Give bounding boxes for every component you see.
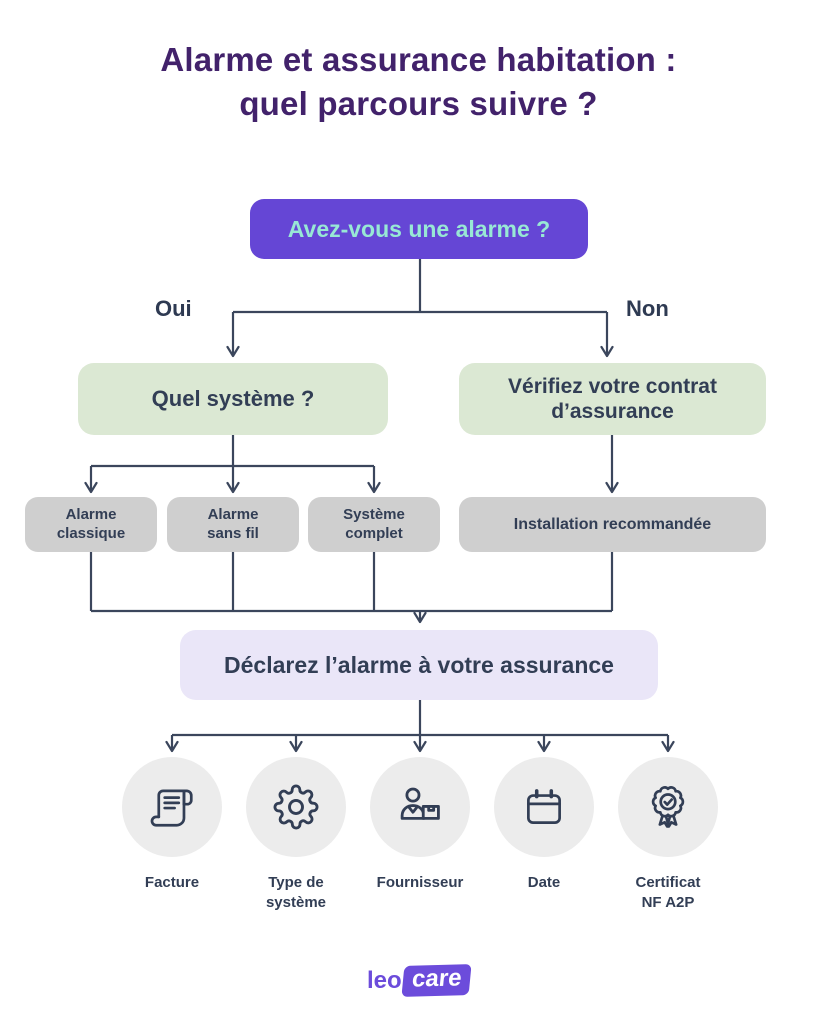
declare-item-date: Date — [474, 757, 614, 893]
node-declare-alarm: Déclarez l’alarme à votre assurance — [180, 630, 658, 700]
item-label: Fournisseur — [376, 874, 464, 891]
supplier-icon — [400, 787, 440, 820]
node-check-contract: Vérifiez votre contrat d’assurance — [459, 363, 766, 435]
item-label: Type de système — [265, 874, 327, 911]
logo-text-care: care — [401, 964, 472, 997]
icon-circle — [618, 757, 718, 857]
node-install-recommended: Installation recommandée — [459, 497, 766, 552]
calendar-icon — [527, 789, 561, 824]
page-title: Alarme et assurance habitation : quel pa… — [160, 41, 677, 122]
node-system-classic: Alarme classique — [25, 497, 157, 552]
declare-item-facture: Facture — [102, 757, 242, 893]
gear-icon — [273, 784, 319, 830]
icon-circle — [246, 757, 346, 857]
declare-item-fournisseur: Fournisseur — [350, 757, 490, 893]
node-root-question: Avez-vous une alarme ? — [250, 199, 588, 259]
branch-label-no: Non — [626, 296, 669, 321]
receipt-icon — [150, 789, 193, 827]
item-label: Facture — [144, 874, 200, 891]
leocare-logo: leo care — [0, 964, 837, 997]
logo-text-leo: leo — [366, 966, 402, 994]
certificate-icon — [651, 786, 685, 828]
icon-circle — [122, 757, 222, 857]
icon-circle — [494, 757, 594, 857]
item-label: Certificat NF A2P — [635, 874, 701, 911]
item-label: Date — [527, 874, 561, 891]
node-which-system: Quel système ? — [78, 363, 388, 435]
declare-item-certificat: Certificat NF A2P — [598, 757, 738, 912]
node-system-wireless: Alarme sans fil — [167, 497, 299, 552]
declare-item-type-systeme: Type de système — [226, 757, 366, 912]
icon-circle — [370, 757, 470, 857]
node-system-complete: Système complet — [308, 497, 440, 552]
branch-label-yes: Oui — [155, 296, 192, 321]
